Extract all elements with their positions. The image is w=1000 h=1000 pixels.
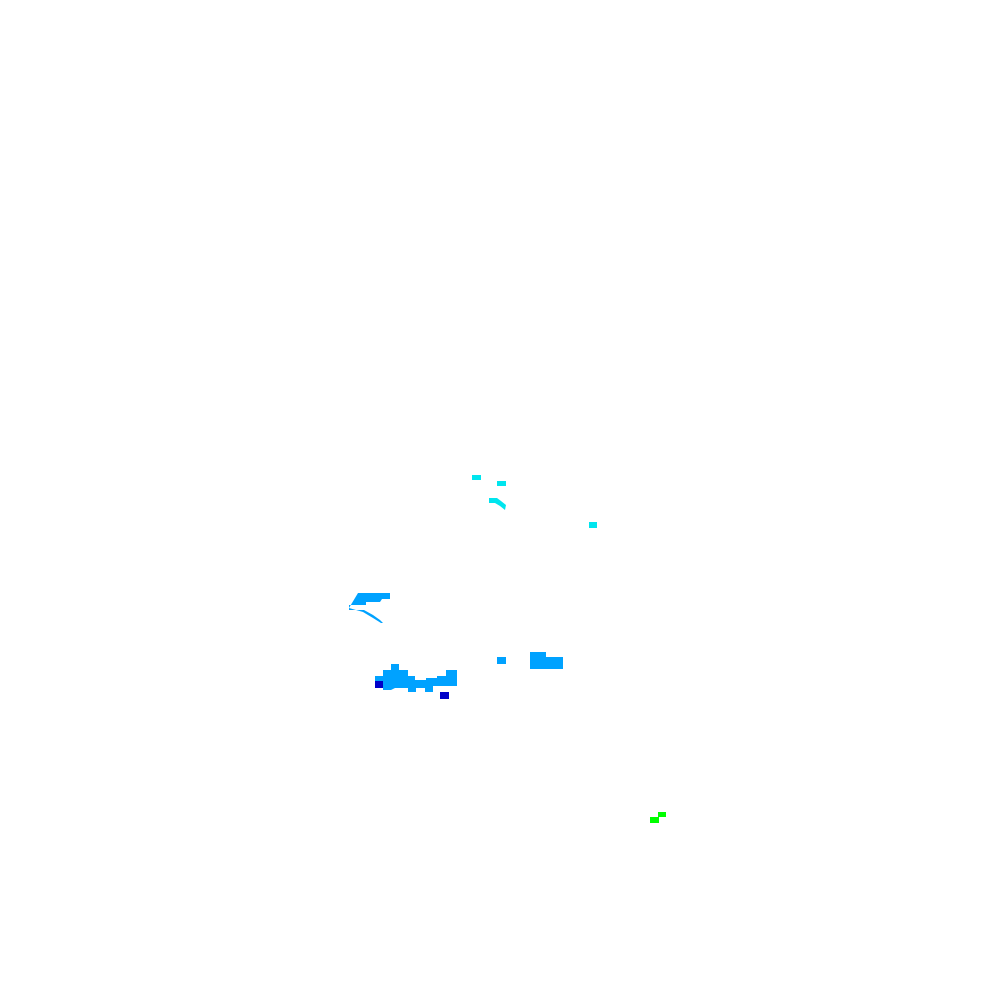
- navy-cells: [375, 681, 449, 699]
- data-cell: [440, 692, 449, 699]
- cyan-cells: [472, 475, 597, 528]
- data-cell: [349, 593, 390, 623]
- data-cell: [658, 812, 666, 817]
- data-cell: [375, 664, 457, 692]
- data-cell: [497, 481, 506, 486]
- data-cell: [589, 522, 597, 528]
- data-cell: [472, 475, 481, 480]
- data-cell: [530, 652, 563, 669]
- data-cell: [650, 817, 659, 823]
- azure-cells: [349, 593, 563, 692]
- data-cell: [375, 681, 383, 688]
- green-cells: [650, 812, 666, 823]
- data-cell: [497, 657, 506, 664]
- data-cell: [489, 498, 506, 510]
